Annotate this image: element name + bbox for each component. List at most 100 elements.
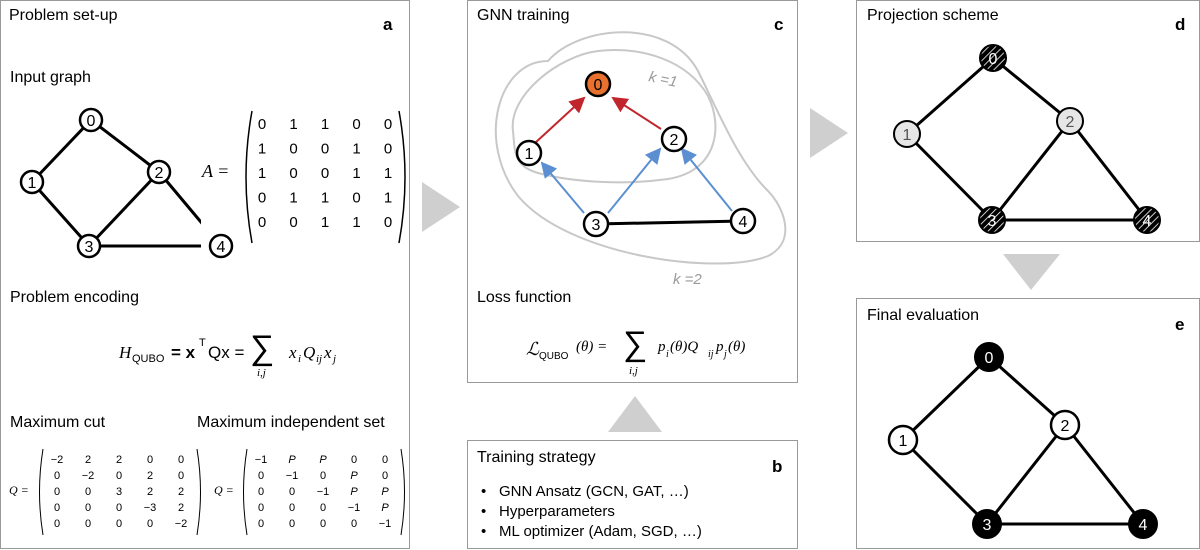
graph-node: 4 [1128, 509, 1158, 539]
hamiltonian-sub: QUBO [132, 353, 165, 365]
matrix-cell: 0 [258, 116, 266, 133]
matrix-cell: 0 [289, 502, 295, 514]
matrix-cell: 0 [320, 518, 326, 530]
graph-node: 0 [979, 44, 1007, 72]
matrix-cell: 0 [289, 486, 295, 498]
node-label: 1 [903, 127, 912, 144]
node-label: 4 [1139, 517, 1148, 534]
matrix-cell: 0 [147, 518, 153, 530]
matrix-cell: 2 [116, 454, 122, 466]
blue-arrow [540, 161, 585, 214]
matrix-cell: 0 [289, 214, 297, 231]
matrix-cell: P [381, 486, 389, 498]
panel-letter: b [772, 457, 783, 476]
matrix-cell: −1 [379, 518, 392, 530]
loss-function-label: Loss function [477, 289, 572, 306]
list-item: GNN Ansatz (GCN, GAT, …) [481, 483, 702, 501]
matrix-cell: 0 [384, 141, 392, 158]
k2-label: k =2 [673, 271, 702, 288]
panel-letter: a [383, 15, 393, 34]
qubo-hamiltonian: H QUBO = x T Qx = ∑ i,j x i Q ij x j [119, 329, 379, 379]
matrix-cell: −1 [255, 454, 268, 466]
node-label: 0 [989, 51, 998, 68]
panel-title: GNN training [477, 7, 570, 24]
graph-node: 1 [893, 120, 921, 148]
panel-title: Projection scheme [867, 7, 999, 24]
matrix-cell: P [350, 470, 358, 482]
graph-edges [30, 118, 201, 248]
matrix-cell: 1 [258, 165, 266, 182]
panel-title: Problem set-up [9, 7, 118, 24]
matrix-cell: 1 [321, 116, 329, 133]
final-graph: 0 1 2 3 4 [887, 342, 1158, 539]
panel-title: Training strategy [477, 449, 596, 466]
matrix-cell: −2 [51, 454, 64, 466]
graph-node: 3 [582, 210, 610, 238]
matrix-cell: 0 [258, 214, 266, 231]
graph-node: 0 [78, 107, 104, 133]
matrix-cell: 0 [289, 518, 295, 530]
term-sub-j: j [333, 353, 337, 365]
panel-gnn-training: GNN training c k =1 k =2 0 1 2 3 4 Loss … [467, 0, 798, 383]
matrix-cell: 0 [54, 502, 60, 514]
k2-contour [495, 31, 787, 265]
problem-encoding-label: Problem encoding [10, 289, 139, 306]
matrix-cell: 0 [116, 470, 122, 482]
matrix-cell: 2 [178, 502, 184, 514]
matrix-cell: −3 [144, 502, 157, 514]
matrix-cell: 0 [289, 165, 297, 182]
node-label: 1 [525, 146, 534, 163]
panel-letter: e [1175, 315, 1185, 334]
node-label: 4 [217, 239, 226, 256]
maxcut-q-label: Q = [9, 483, 29, 497]
node-label: 3 [592, 217, 601, 234]
matrix-cell: 2 [85, 454, 91, 466]
matrix-cell: P [381, 502, 389, 514]
hamiltonian-h: H [119, 343, 132, 362]
matrix-cell: −2 [82, 470, 95, 482]
graph-node: 2 [146, 159, 172, 185]
matrix-cell: 0 [258, 486, 264, 498]
matrix-cell: 0 [352, 116, 360, 133]
panel-projection-scheme: Projection scheme d 0 1 2 3 4 [856, 0, 1200, 242]
matrix-cell: −1 [348, 502, 361, 514]
input-graph-label: Input graph [10, 69, 91, 86]
blue-arrow [607, 147, 662, 214]
mis-label: Maximum independent set [197, 414, 385, 431]
matrix-cell: 0 [258, 470, 264, 482]
projection-graph: 0 1 2 3 4 [893, 44, 1161, 234]
matrix-cell: 0 [147, 454, 153, 466]
node-label: 4 [1143, 213, 1152, 230]
blue-arrow [680, 147, 733, 212]
matrix-cell: 1 [289, 116, 297, 133]
matrix-cell: 1 [321, 190, 329, 207]
matrix-cell: 0 [54, 518, 60, 530]
matrix-cell: 0 [382, 454, 388, 466]
graph-node: 1 [19, 169, 45, 195]
matrix-cell: −2 [175, 518, 188, 530]
adjacency-label: A = [202, 161, 230, 181]
matrix-cell: 0 [321, 165, 329, 182]
graph-node: 4 [729, 207, 757, 235]
graph-node: 3 [972, 509, 1002, 539]
matrix-cell: 0 [320, 502, 326, 514]
term-q: Q [303, 343, 316, 362]
panel-letter: c [774, 15, 784, 34]
panel-training-strategy: Training strategy b GNN Ansatz (GCN, GAT… [467, 440, 798, 549]
matrix-cell: 0 [178, 454, 184, 466]
matrix-cell: 1 [258, 141, 266, 158]
graph-node: 3 [978, 206, 1006, 234]
term-sub-i: i [298, 353, 302, 365]
graph-node: 4 [1133, 206, 1161, 234]
matrix-cell: 0 [258, 190, 266, 207]
arrow-d-to-e [1003, 254, 1060, 290]
node-label: 2 [1066, 114, 1075, 131]
loss-equation: ℒ QUBO (θ) = ∑ i,j p i (θ)Q ij p j (θ) [526, 325, 746, 377]
matrix-cell: 1 [384, 190, 392, 207]
graph-node: 2 [660, 125, 688, 153]
matrix-cell: 0 [320, 470, 326, 482]
matrix-cell: 1 [352, 165, 360, 182]
node-label: 2 [155, 165, 164, 182]
node-label: 0 [985, 350, 994, 367]
